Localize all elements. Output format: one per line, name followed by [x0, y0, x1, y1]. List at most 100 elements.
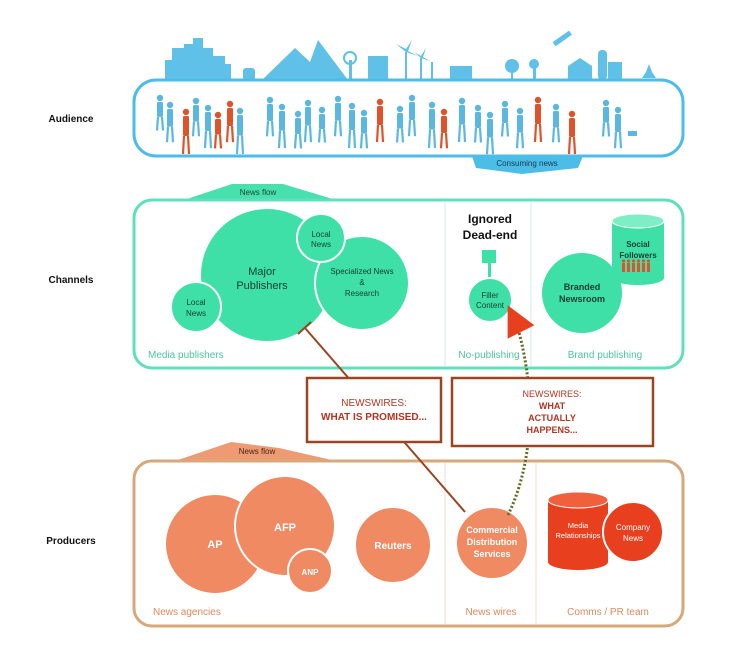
label-media-rel-2: Relationships [555, 531, 600, 540]
actual-path-arrow [507, 305, 535, 339]
person-head [474, 104, 482, 112]
section-label-comms-pr: Comms / PR team [567, 607, 649, 618]
label-major-publishers-1: Major [248, 266, 276, 278]
skyline-illustration [165, 30, 656, 80]
person-head [294, 110, 302, 118]
person-legs [225, 125, 235, 143]
dead-end-stem [488, 262, 491, 280]
person-head [204, 104, 212, 112]
person-legs [235, 135, 245, 155]
circle-filler-content [467, 277, 513, 323]
label-branded-1: Branded [564, 282, 601, 292]
person-legs [155, 116, 165, 131]
person-head [182, 108, 190, 116]
person-body [349, 110, 355, 130]
person-head [486, 111, 494, 119]
person-body [517, 115, 523, 133]
media-relationships-cylinder [547, 491, 609, 570]
person-body [553, 111, 559, 128]
person-legs [213, 134, 223, 149]
callout-what-actually-happens: NEWSWIRES: WHAT ACTUALLY HAPPENS... [450, 376, 655, 448]
person-body [409, 102, 415, 120]
person-legs [427, 129, 437, 149]
person-legs [165, 126, 175, 143]
person-legs [277, 130, 287, 149]
section-label-news-agencies: News agencies [153, 607, 221, 618]
person-head [318, 106, 326, 114]
person-body [502, 108, 508, 123]
label-local-bottom-1: Local [186, 298, 205, 307]
person-body [429, 109, 435, 130]
person-body [227, 108, 233, 126]
circle-anp [287, 548, 333, 594]
person-legs [439, 132, 449, 149]
person-body [397, 113, 403, 129]
person-head [214, 111, 222, 119]
person-head [516, 107, 524, 115]
person-head [334, 95, 342, 103]
social-followers-cylinder [611, 213, 665, 285]
person-legs [359, 133, 369, 149]
person-head [552, 103, 560, 111]
label-media-rel-1: Media [568, 521, 589, 530]
producers-news-flow-arrow [175, 442, 336, 461]
callout-promised-line-1: NEWSWIRES: [341, 398, 407, 409]
person-body [459, 105, 465, 125]
callout-promised-line-2: WHAT IS PROMISED... [321, 412, 427, 423]
callout-happens-line-2: WHAT [539, 401, 566, 411]
person-legs [485, 137, 495, 155]
label-branded-2: Newsroom [559, 294, 605, 304]
section-label-brand-publishing: Brand publishing [568, 350, 643, 361]
label-major-publishers-2: Publishers [236, 280, 288, 292]
ignored-title-1: Ignored [468, 212, 512, 226]
person-body [615, 114, 621, 132]
person-legs [203, 130, 213, 149]
person-legs [567, 136, 577, 155]
person-body [167, 109, 173, 127]
person-head [568, 110, 576, 118]
label-cds-1: Commercial [466, 525, 518, 535]
channels-news-flow-arrow [184, 184, 336, 200]
person-legs [515, 132, 525, 149]
label-local-bottom-2: News [186, 309, 206, 318]
person-body [319, 114, 325, 129]
person-head [614, 106, 622, 114]
row-label-audience: Audience [48, 114, 93, 125]
callout-happens-line-3: ACTUALLY [528, 413, 576, 423]
label-afp: AFP [274, 522, 296, 534]
consuming-news-tab [472, 156, 583, 174]
person-body [183, 116, 189, 136]
label-cds-2: Distribution [467, 537, 518, 547]
person-legs [457, 124, 467, 143]
label-specialized-1: Specialized News [330, 267, 393, 276]
label-company-1: Company [616, 523, 650, 532]
producers-news-flow-label: News flow [239, 447, 276, 456]
label-anp: ANP [302, 568, 320, 577]
callout-happens-line-1: NEWSWIRES: [522, 389, 581, 399]
person-head [304, 99, 312, 107]
person-body [487, 119, 493, 138]
person-head [440, 108, 448, 116]
person-head [534, 96, 542, 104]
label-ap: AP [207, 539, 222, 551]
callout-what-is-promised: NEWSWIRES: WHAT IS PROMISED... [305, 376, 443, 444]
person-legs [191, 121, 201, 137]
person-legs [347, 129, 357, 149]
person-body [535, 104, 541, 124]
person-body [441, 116, 447, 133]
person-legs [395, 128, 405, 143]
person-head [278, 103, 286, 111]
dog-figure [628, 131, 637, 136]
label-cds-3: Services [473, 549, 510, 559]
person-head [408, 94, 416, 102]
consuming-news-label: Consuming news [496, 159, 557, 168]
promised-path-endcap [297, 321, 312, 335]
label-specialized-3: Research [345, 289, 379, 298]
person-head [226, 100, 234, 108]
person-body [267, 104, 273, 121]
person-head [428, 101, 436, 109]
person-head [458, 97, 466, 105]
person-legs [601, 122, 611, 137]
label-filler-2: Content [476, 301, 505, 310]
